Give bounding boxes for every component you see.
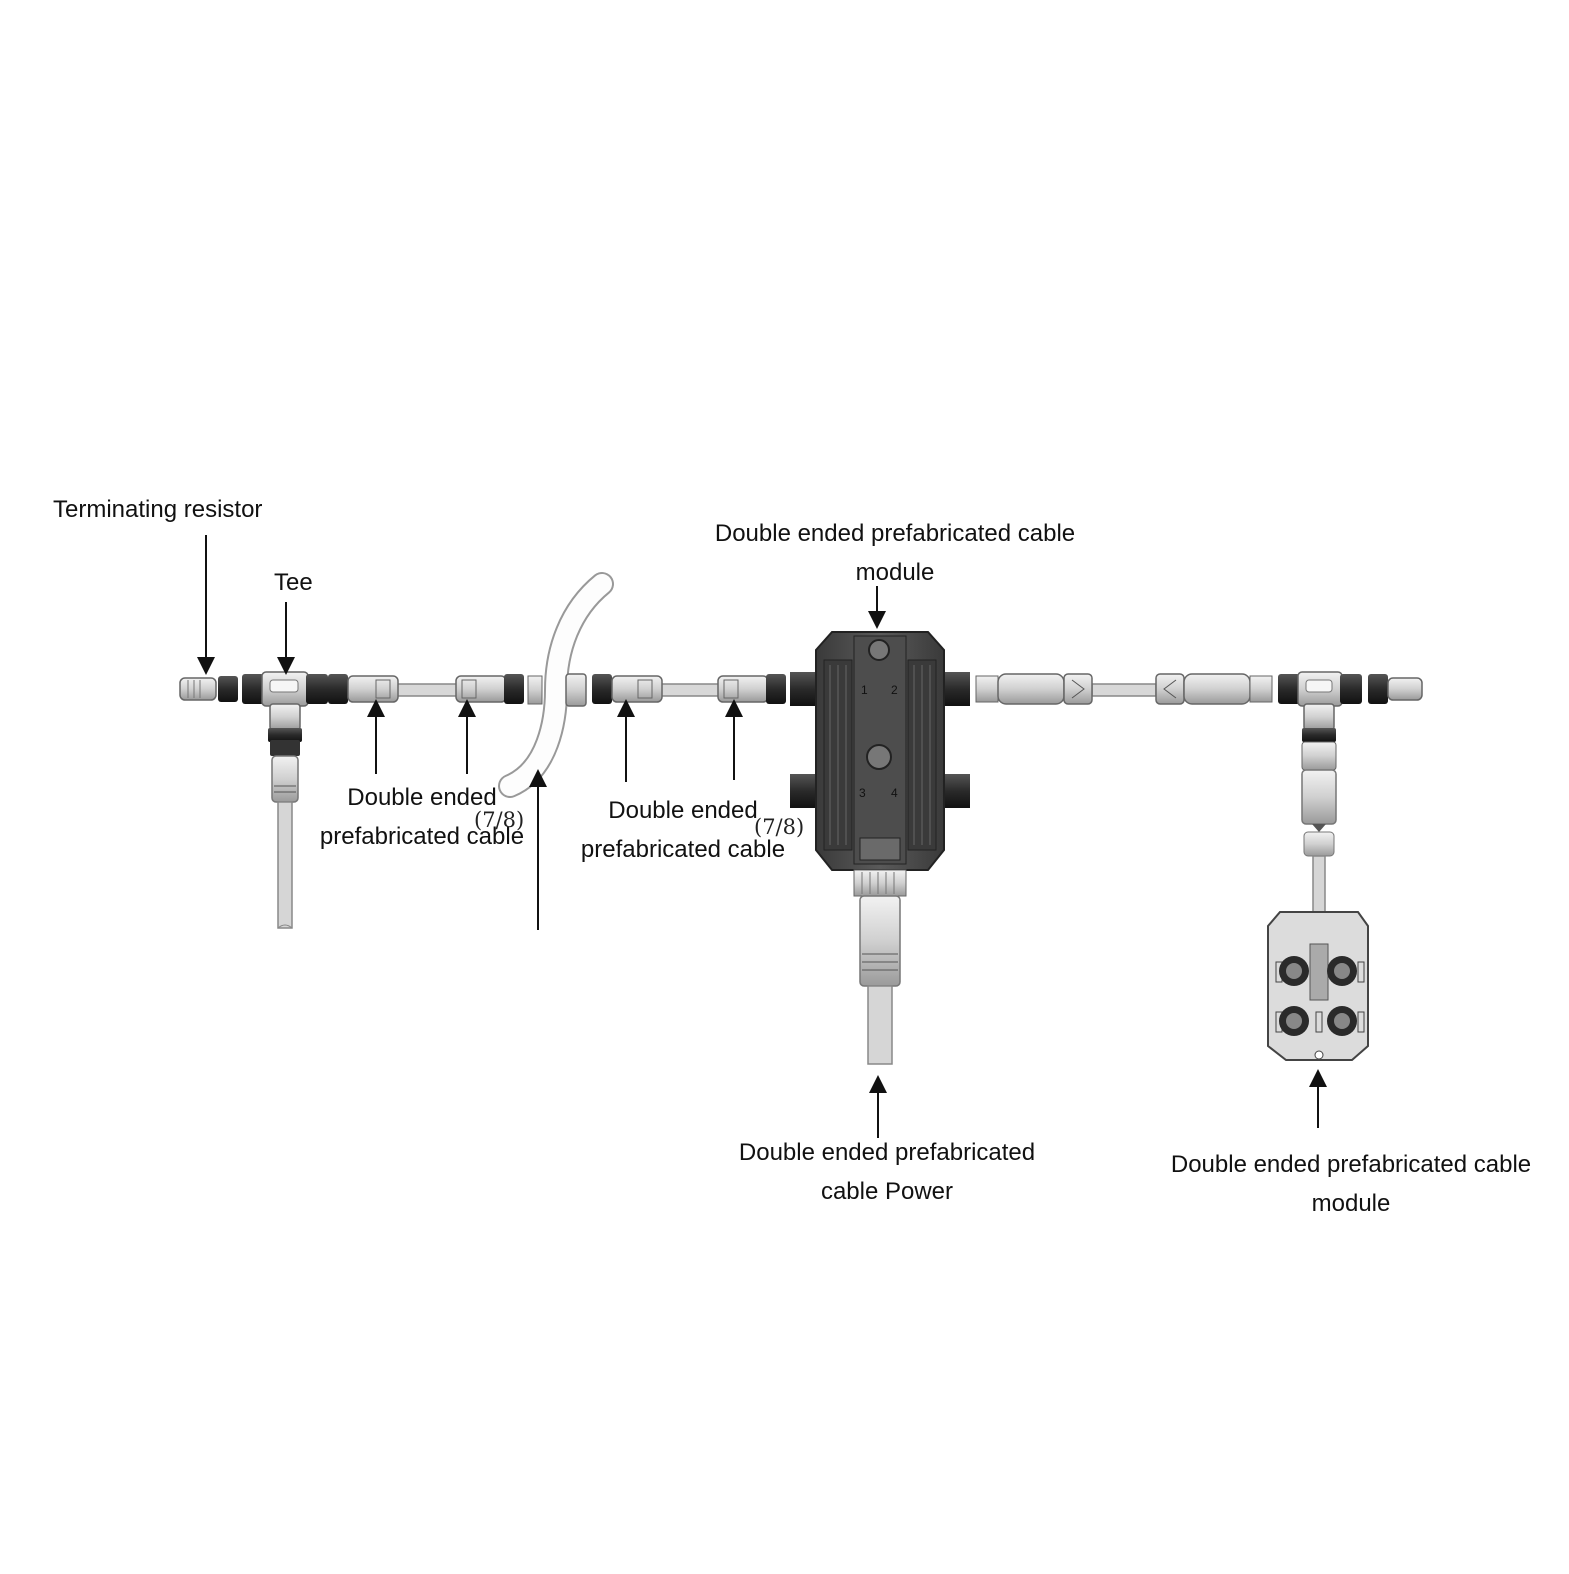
port-number-1: 1 <box>861 683 868 697</box>
label-size-left: (7/8) <box>474 808 525 832</box>
port-number-3: 3 <box>859 786 866 800</box>
label-cable-mid-line1: Double ended <box>608 797 758 824</box>
label-module-top: Double ended prefabricated cable module <box>690 514 1100 592</box>
label-module-top-line2: module <box>855 559 935 586</box>
distribution-block: 1 2 3 4 <box>790 631 970 1065</box>
label-terminating-resistor: Terminating resistor <box>53 496 263 523</box>
tee-right <box>1278 671 1423 913</box>
label-cable-left-line2: prefabricated cable <box>319 823 525 850</box>
label-cable-left-line1: Double ended <box>347 784 497 811</box>
label-power-line1: Double ended prefabricated <box>738 1139 1036 1166</box>
cable-left-connectors <box>328 674 524 704</box>
terminating-resistor <box>179 676 238 702</box>
label-cable-left: Double ended prefabricated cable <box>302 778 542 856</box>
label-module-top-line1: Double ended prefabricated cable <box>714 520 1076 547</box>
label-module-right-line1: Double ended prefabricated cable <box>1170 1151 1532 1178</box>
io-module-4-port <box>1267 911 1369 1061</box>
label-size-mid: (7/8) <box>754 815 805 839</box>
label-cable-mid-line2: prefabricated cable <box>580 836 786 863</box>
tee-left <box>242 671 328 929</box>
drop-cable-7-8 <box>498 572 614 798</box>
label-power: Double ended prefabricated cable Power <box>712 1133 1062 1211</box>
label-module-right: Double ended prefabricated cable module <box>1150 1145 1552 1223</box>
label-power-line2: cable Power <box>820 1178 954 1205</box>
port-number-4: 4 <box>891 786 898 800</box>
callout-arrows <box>197 535 1327 1138</box>
cable-right-connectors <box>975 673 1273 705</box>
cable-mid-connectors <box>592 674 786 704</box>
label-module-right-line2: module <box>1311 1190 1391 1217</box>
label-cable-mid: Double ended prefabricated cable <box>563 791 803 869</box>
label-tee: Tee <box>274 569 313 596</box>
port-number-2: 2 <box>891 683 898 697</box>
